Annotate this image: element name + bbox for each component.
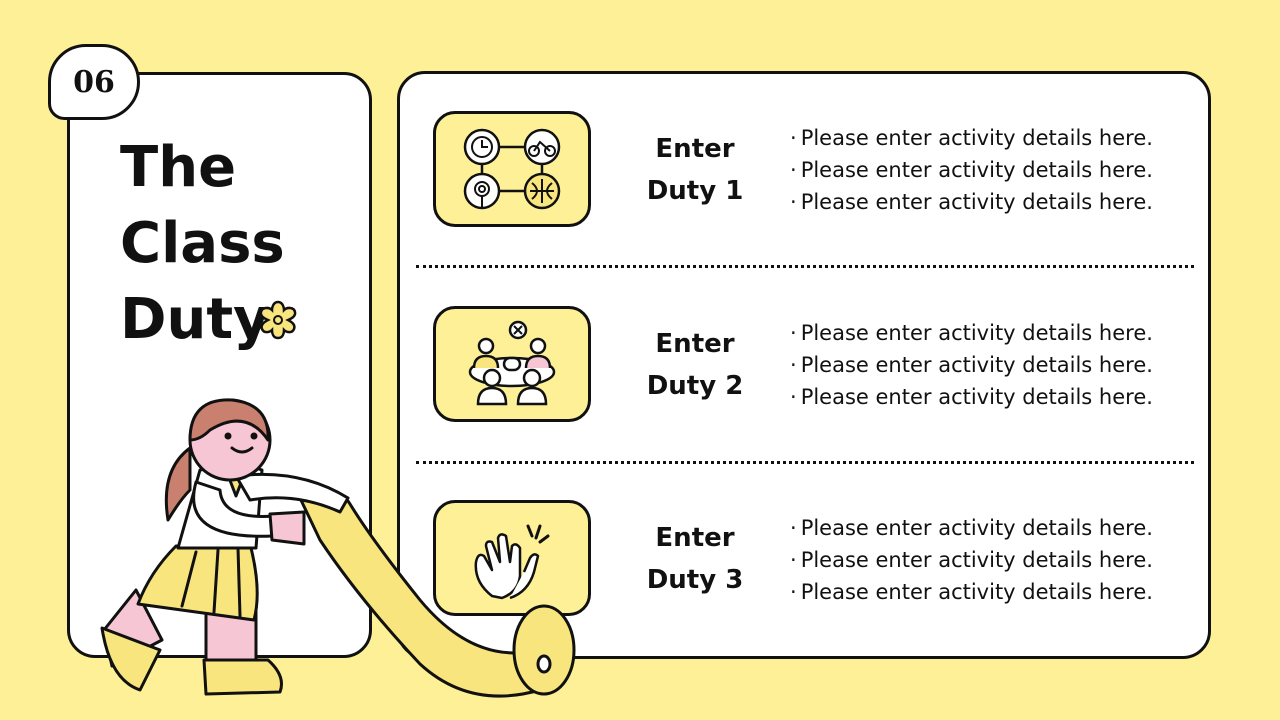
clapping-hands-icon	[474, 524, 550, 600]
girl-with-roller-illustration	[100, 398, 576, 698]
list-item: Please enter activity details here.	[790, 317, 1190, 349]
section-number-badge: 06	[48, 44, 140, 120]
duty-2-icon-box	[433, 306, 591, 422]
title-line-1: The	[120, 135, 237, 200]
duty-1-name: Enter Duty 1	[646, 134, 744, 206]
list-item: Please enter activity details here.	[790, 122, 1190, 154]
page-title: The Class Duty	[120, 130, 360, 358]
list-item: Please enter activity details here.	[790, 154, 1190, 186]
title-line-3: Duty	[120, 287, 270, 352]
flower-icon	[259, 300, 297, 340]
list-item: Please enter activity details here.	[790, 544, 1190, 576]
list-item: Please enter activity details here.	[790, 512, 1190, 544]
duty-3-details: Please enter activity details here. Plea…	[790, 512, 1190, 608]
divider	[416, 265, 1194, 268]
duty-3-name: Enter Duty 3	[646, 523, 744, 595]
list-item: Please enter activity details here.	[790, 381, 1190, 413]
duty-2-name: Enter Duty 2	[646, 329, 744, 401]
duty-1-details: Please enter activity details here. Plea…	[790, 122, 1190, 218]
divider	[416, 461, 1194, 464]
duty-2-details: Please enter activity details here. Plea…	[790, 317, 1190, 413]
meeting-icon	[468, 320, 556, 406]
activities-icon	[463, 128, 561, 210]
list-item: Please enter activity details here.	[790, 349, 1190, 381]
list-item: Please enter activity details here.	[790, 186, 1190, 218]
list-item: Please enter activity details here.	[790, 576, 1190, 608]
duty-1-icon-box	[433, 111, 591, 227]
title-line-2: Class	[120, 211, 285, 276]
duty-3-icon-box	[433, 500, 591, 616]
